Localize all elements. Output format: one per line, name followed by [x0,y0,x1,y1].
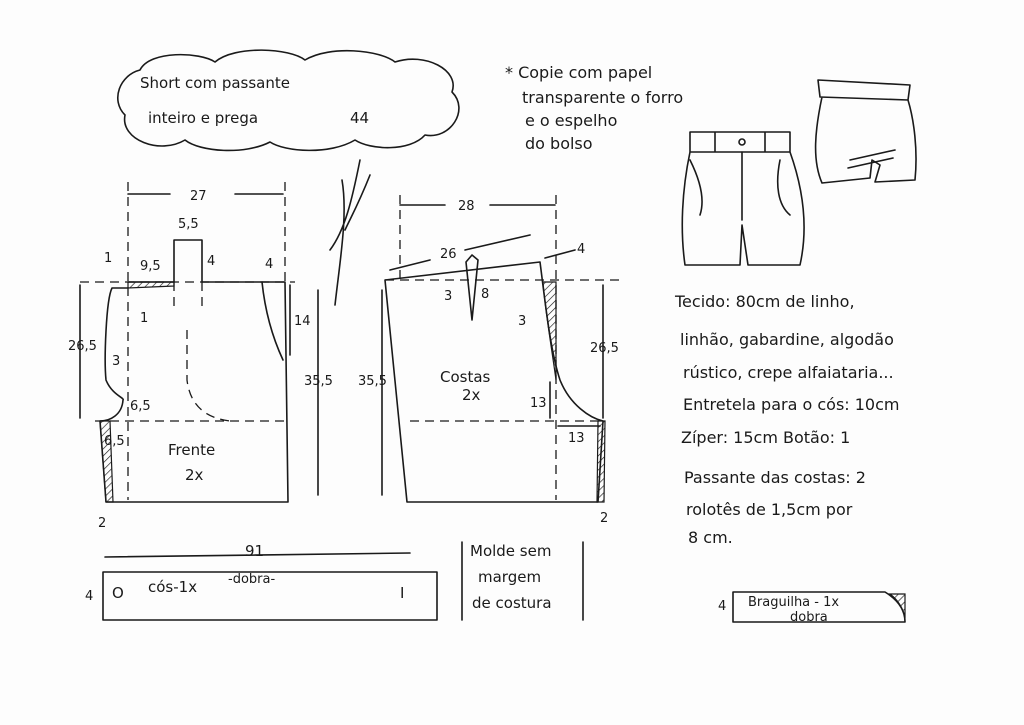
waistband-length: 91 [245,542,264,560]
front-rise: 26,5 [68,339,97,354]
seam-note-3: de costura [472,594,552,612]
shorts-illustration-back [814,79,917,184]
back-width: 28 [458,199,475,214]
materials-line-4: Entretela para o cós: 10cm [683,395,900,414]
front-length: 35,5 [304,374,333,389]
front-crotch-height: 6,5 [130,399,151,414]
back-piece: 28 26 4 3 8 3 35,5 26,5 13 13 2 Costas 2… [358,195,620,526]
materials-line-1: Tecido: 80cm de linho, [674,292,855,311]
back-waist-rise: 4 [577,242,585,257]
materials-line-6: Passante das costas: 2 [684,468,866,487]
front-label: Frente [168,441,215,459]
front-pocket-width: 4 [265,257,273,272]
seam-note-1: Molde sem [470,542,551,560]
front-piece: 27 5,5 4 9,5 4 14 1 1 26,5 3 6,5 6,5 35,… [68,182,333,531]
front-top-mark-2: 1 [140,311,148,326]
signature [329,159,371,306]
front-count: 2x [185,466,204,484]
materials-line-2: linhão, gabardine, algodão [680,330,894,349]
back-crotch-height: 13 [530,396,547,411]
seam-note-2: margem [478,568,541,586]
front-fly-width: 5,5 [178,217,199,232]
back-crotch-ext: 13 [568,431,585,446]
back-label: Costas [440,368,491,386]
back-waist-width: 26 [440,247,457,262]
back-side-in: 3 [518,314,526,329]
waistband-mark-right: I [400,584,404,602]
back-rise: 26,5 [590,341,619,356]
shorts-illustration-front [681,131,805,266]
copy-note-2: transparente o forro [522,88,683,107]
waistband-mark-left: O [112,584,124,602]
title-line1: Short com passante [140,74,290,92]
materials-line-5: Zíper: 15cm Botão: 1 [681,428,850,447]
title-line2: inteiro e prega [148,109,258,127]
front-fly-height: 4 [207,254,215,269]
fly-label: Braguilha - 1x [748,595,839,610]
front-top-mark-1: 1 [104,251,112,266]
copy-note-4: do bolso [525,134,593,153]
fly-height: 4 [718,599,726,614]
waistband-height: 4 [85,589,93,604]
materials-line-3: rústico, crepe alfaiataria... [683,363,894,382]
materials-line-7: rolotês de 1,5cm por [686,500,853,519]
waistband-fold: -dobra- [228,572,275,587]
title-size: 44 [350,109,369,127]
copy-note-1: * Copie com papel [505,63,652,82]
waistband-label: cós-1x [148,578,197,596]
copy-note-3: e o espelho [525,111,617,130]
front-waist-offset: 9,5 [140,259,161,274]
back-count: 2x [462,386,481,404]
waistband-piece: 91 4 O cós-1x -dobra- I [85,542,438,621]
seam-note: Molde sem margem de costura [461,541,584,621]
front-crotch-in: 3 [112,354,120,369]
materials-list: Tecido: 80cm de linho, linhão, gabardine… [674,292,900,547]
back-dart-width: 3 [444,289,452,304]
materials-line-8: 8 cm. [688,528,733,547]
front-crotch-ext: 6,5 [104,434,125,449]
fly-piece: 4 Braguilha - 1x dobra [718,591,906,625]
front-hem-in: 2 [98,516,106,531]
front-pocket-depth: 14 [294,314,311,329]
front-width: 27 [190,189,207,204]
back-dart-length: 8 [481,287,489,302]
title-cloud [116,49,460,152]
back-hem-in: 2 [600,511,608,526]
fly-fold: dobra [790,610,828,625]
back-length: 35,5 [358,374,387,389]
